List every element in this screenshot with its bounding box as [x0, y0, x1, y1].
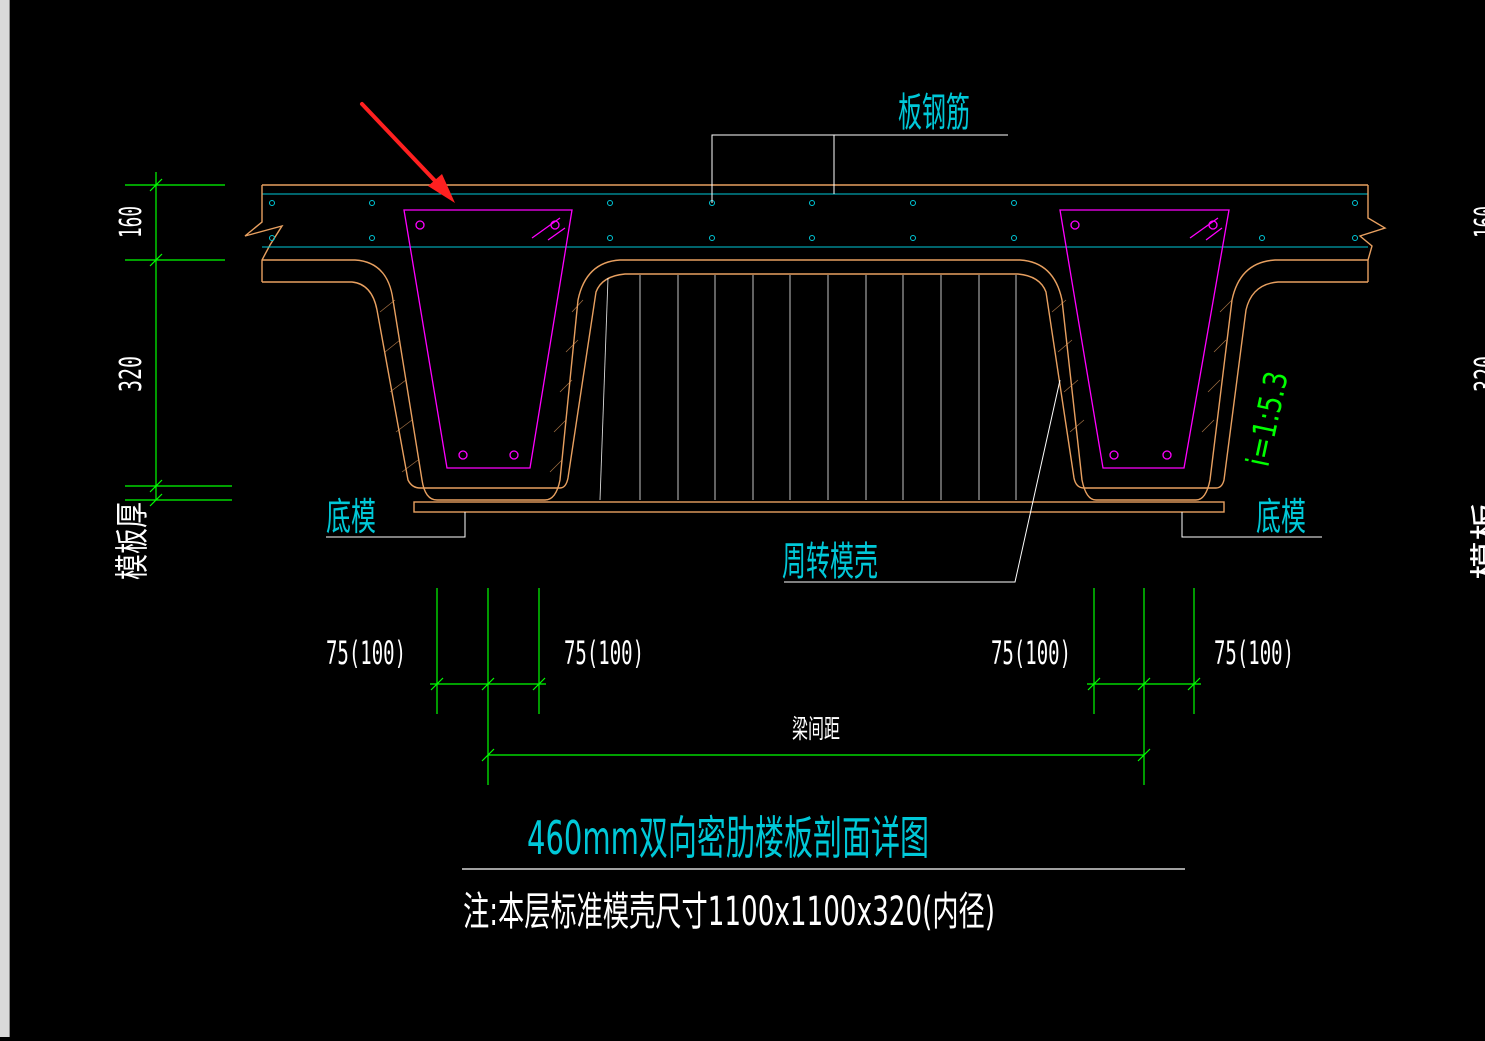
slab-rebar-label: 板钢筋: [898, 90, 970, 136]
bottom-form-label-right: 底模: [1256, 495, 1306, 539]
vertical-dimension-left: [125, 172, 232, 507]
drawing-title: 460mm双向密肋楼板剖面详图: [527, 811, 929, 865]
dim-rib-width-2: 75(100): [564, 634, 644, 672]
rib-width-dimensions: [430, 588, 1201, 785]
formwork-thickness-label: 模板厚: [113, 502, 153, 580]
window-left-edge: [0, 0, 10, 1037]
shell-hatch: [599, 275, 1017, 501]
cad-drawing-canvas[interactable]: 板钢筋 周转模壳 底模 底模 i=1:5.3 160 320 模板厚 160 3…: [10, 0, 1485, 1037]
rib-stirrup-right: [1059, 209, 1230, 469]
bottom-form-plate: [326, 501, 1322, 538]
slab-rebar-dots: [262, 200, 1368, 248]
drawing-note: 注:本层标准模壳尺寸1100x1100x320(内径): [463, 889, 995, 935]
shell-leader: [784, 379, 1061, 583]
dim-rib-width-3: 75(100): [991, 634, 1071, 672]
dim-rib-depth-partial: 320: [1469, 356, 1485, 392]
dim-rib-depth: 320: [114, 356, 149, 392]
slab-rebar-leader: [711, 134, 1008, 203]
section-drawing: 板钢筋 周转模壳 底模 底模 i=1:5.3 160 320 模板厚 160 3…: [113, 90, 1485, 935]
dim-rib-width-1: 75(100): [326, 634, 406, 672]
slab-concrete: [244, 184, 1387, 501]
rib-stirrup-left: [403, 209, 573, 469]
dim-beam-spacing: 梁间距: [792, 715, 840, 745]
break-line-left: [244, 185, 284, 282]
bottom-form-label-left: 底模: [326, 495, 376, 539]
break-line-right: [1358, 185, 1387, 282]
red-arrow-icon: [360, 102, 455, 203]
dim-rib-width-4: 75(100): [1214, 634, 1294, 672]
dim-top-slab: 160: [114, 206, 149, 238]
dim-top-slab-partial: 160: [1469, 206, 1485, 238]
vertical-dimension-right-partial: 160 320 模板: [1468, 206, 1485, 580]
reusable-shell-label: 周转模壳: [782, 539, 878, 585]
slope-label: i=1:5.3: [1239, 368, 1296, 470]
rib-hatch: [379, 299, 1233, 473]
formwork-thickness-label-partial: 模板: [1468, 502, 1485, 580]
